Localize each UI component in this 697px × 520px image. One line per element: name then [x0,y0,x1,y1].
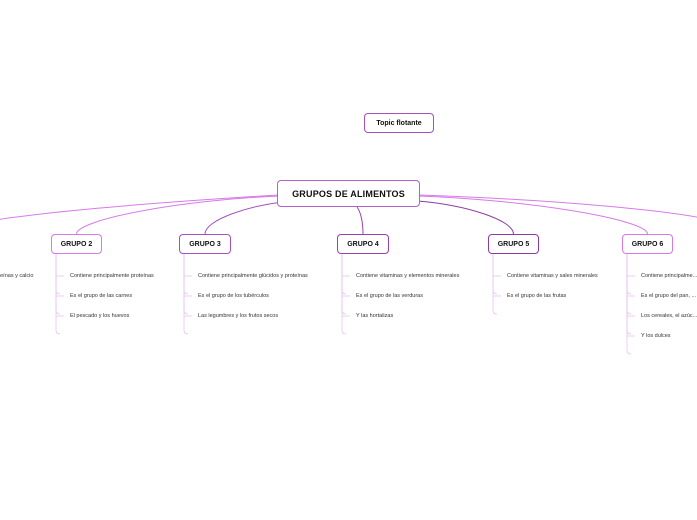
leaf-connector [183,254,189,335]
group-node-5[interactable]: GRUPO 5 [488,234,539,254]
group-node-label: GRUPO 4 [347,240,379,248]
leaf-item[interactable]: Las legumbres y los frutos secos [198,313,279,319]
leaf-item[interactable]: Contiene vitaminas y elementos minerales [356,273,460,279]
group-node-label: GRUPO 2 [60,240,93,248]
group-node-3[interactable]: GRUPO 3 [179,234,231,254]
leaf-item[interactable]: ...teínas y calcio [0,273,34,279]
leaf-item[interactable]: Contiene vitaminas y sales minerales [507,273,598,279]
leaf-item[interactable]: Es el grupo de las verduras [356,293,423,299]
leaf-connector [183,254,189,295]
branch-group-5 [417,200,514,235]
central-topic[interactable]: GRUPOS DE ALIMENTOS [277,180,420,207]
leaf-item[interactable]: Contiene principalmente glúcidos y prote… [198,273,308,279]
group-node-6[interactable]: GRUPO 6 [622,234,673,254]
floating-topic[interactable]: Topic flotante [364,113,434,133]
leaf-connector [55,254,61,295]
leaf-connector [341,254,347,335]
branch-offscreen-right [419,194,697,218]
branch-group-4 [356,206,364,235]
leaf-item[interactable]: Y las hortalizas [356,313,394,319]
leaf-connector [626,254,632,315]
leaf-connector [492,254,498,295]
leaf-connector [492,254,498,315]
leaf-connector [55,254,61,335]
leaf-item[interactable]: Contiene principalme... [641,273,697,279]
leaf-connector [183,254,189,315]
leaf-connector [626,254,632,295]
leaf-connector [626,254,632,355]
group-node-2[interactable]: GRUPO 2 [51,234,102,254]
leaf-item[interactable]: Es el grupo de los tubérculos [198,293,269,299]
floating-topic-label: Topic flotante [376,119,422,127]
branch-group-2 [76,195,281,235]
leaf-item[interactable]: El pescado y los huevos [70,313,130,319]
group-node-label: GRUPO 3 [189,240,221,248]
leaf-item[interactable]: Contiene principalmente proteínas [70,273,154,279]
leaf-item[interactable]: Es el grupo de las carnes [70,293,133,299]
group-node-label: GRUPO 6 [631,240,664,248]
leaf-item[interactable]: Es el grupo de las frutas [507,293,567,299]
group-node-label: GRUPO 5 [497,240,530,248]
group-node-4[interactable]: GRUPO 4 [337,234,389,254]
branch-group-6 [417,195,648,235]
leaf-item[interactable]: Y los dulces [641,333,671,339]
branch-group-1 [0,194,279,220]
leaf-connector [341,254,347,295]
leaf-connector [341,254,347,315]
leaf-connector [55,254,61,315]
central-topic-label: GRUPOS DE ALIMENTOS [292,188,405,199]
leaf-item[interactable]: Los cereales, el azúc... [641,313,697,319]
leaf-item[interactable]: Es el grupo del pan, ... [641,293,697,299]
